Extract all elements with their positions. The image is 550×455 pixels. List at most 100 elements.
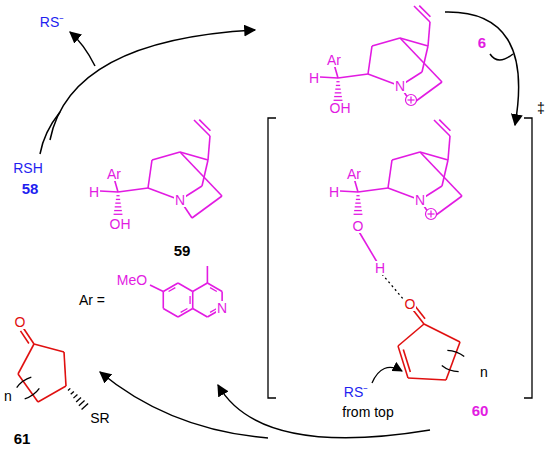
charge-symbol (406, 95, 417, 106)
bond (210, 288, 217, 292)
bond (116, 195, 119, 196)
atom-label: RSH (12, 161, 44, 175)
bond (358, 230, 377, 262)
bond (356, 199, 360, 200)
bond (424, 324, 460, 342)
bond (355, 206, 362, 207)
bond (152, 152, 180, 160)
atom-label: SR (89, 411, 110, 425)
bond (208, 136, 210, 160)
cycle-arrow (218, 385, 430, 438)
bond (82, 404, 89, 410)
atom-label: ‡ (536, 101, 546, 115)
bond (192, 196, 222, 218)
bond (415, 306, 425, 319)
bond (372, 38, 400, 46)
bond (336, 85, 340, 86)
cycle-arrow (445, 12, 519, 125)
bond (181, 309, 188, 313)
bond (388, 160, 392, 188)
bond (340, 191, 358, 192)
atom-label: H (308, 71, 320, 85)
atom-label: H (328, 185, 340, 199)
bond (392, 152, 420, 160)
bond (38, 386, 66, 402)
bond (408, 378, 446, 380)
structures (17, 6, 532, 438)
compound-number: 60 (471, 403, 490, 418)
bond (448, 136, 450, 160)
bond (148, 160, 152, 188)
charge-symbol (426, 209, 437, 220)
bond (178, 283, 193, 292)
bond (335, 88, 340, 89)
atom-label: from top (341, 405, 394, 419)
bond (428, 22, 430, 46)
bond (434, 120, 450, 136)
bond (403, 350, 410, 372)
atom-label: N (394, 79, 406, 93)
atom-label: OH (329, 101, 352, 115)
bond (68, 388, 70, 390)
bond (207, 283, 222, 292)
bond (194, 120, 210, 136)
cycle-arrow (50, 30, 255, 140)
bond (76, 397, 81, 401)
bond (100, 191, 118, 192)
atom-label: MeO (116, 273, 148, 287)
bond (192, 292, 194, 309)
atom-label: N (414, 193, 426, 207)
bond (169, 288, 176, 292)
bond (116, 199, 120, 200)
atom-label: N (216, 301, 228, 315)
curly-arrow (372, 367, 402, 383)
atom-label: H (88, 185, 100, 199)
bond (193, 283, 208, 292)
bond (382, 274, 404, 300)
bond (193, 309, 208, 318)
atom-label: O (14, 315, 27, 329)
cycle-arrow (100, 372, 268, 438)
ring-bracket (17, 377, 32, 387)
bond (163, 309, 178, 318)
bond (18, 344, 34, 374)
atom-label: Ar = (78, 293, 106, 307)
bond (178, 309, 193, 318)
bond (422, 46, 428, 72)
compound-number: 58 (21, 181, 40, 196)
bond (355, 202, 360, 203)
bond (118, 188, 148, 192)
ts-bracket (524, 118, 532, 398)
bond (114, 210, 122, 211)
bond (64, 352, 66, 386)
bond (354, 210, 362, 211)
bond (115, 206, 122, 207)
bond (419, 6, 430, 17)
bond (73, 394, 77, 398)
bond (334, 96, 342, 97)
atom-label: H (374, 261, 386, 275)
bond (163, 283, 178, 292)
bond (439, 120, 450, 131)
atom-label: Ar (326, 53, 342, 67)
atom-label: Ar (346, 167, 362, 181)
bond (335, 92, 342, 93)
bond (207, 266, 209, 283)
bond (320, 77, 338, 78)
bond (338, 74, 368, 78)
ring-bracket (25, 388, 40, 398)
cycle-arrow (490, 54, 513, 60)
cycle-arrow (70, 32, 95, 66)
atom-label: N (174, 193, 186, 207)
compound-number: 6 (477, 35, 487, 50)
bond (442, 160, 448, 186)
bond (115, 202, 120, 203)
bond (71, 391, 74, 394)
bond (356, 195, 359, 196)
atom-label: O (404, 297, 417, 311)
compound-number: 59 (173, 243, 192, 258)
bond (336, 81, 339, 82)
bond (199, 120, 210, 131)
bond (430, 211, 431, 218)
